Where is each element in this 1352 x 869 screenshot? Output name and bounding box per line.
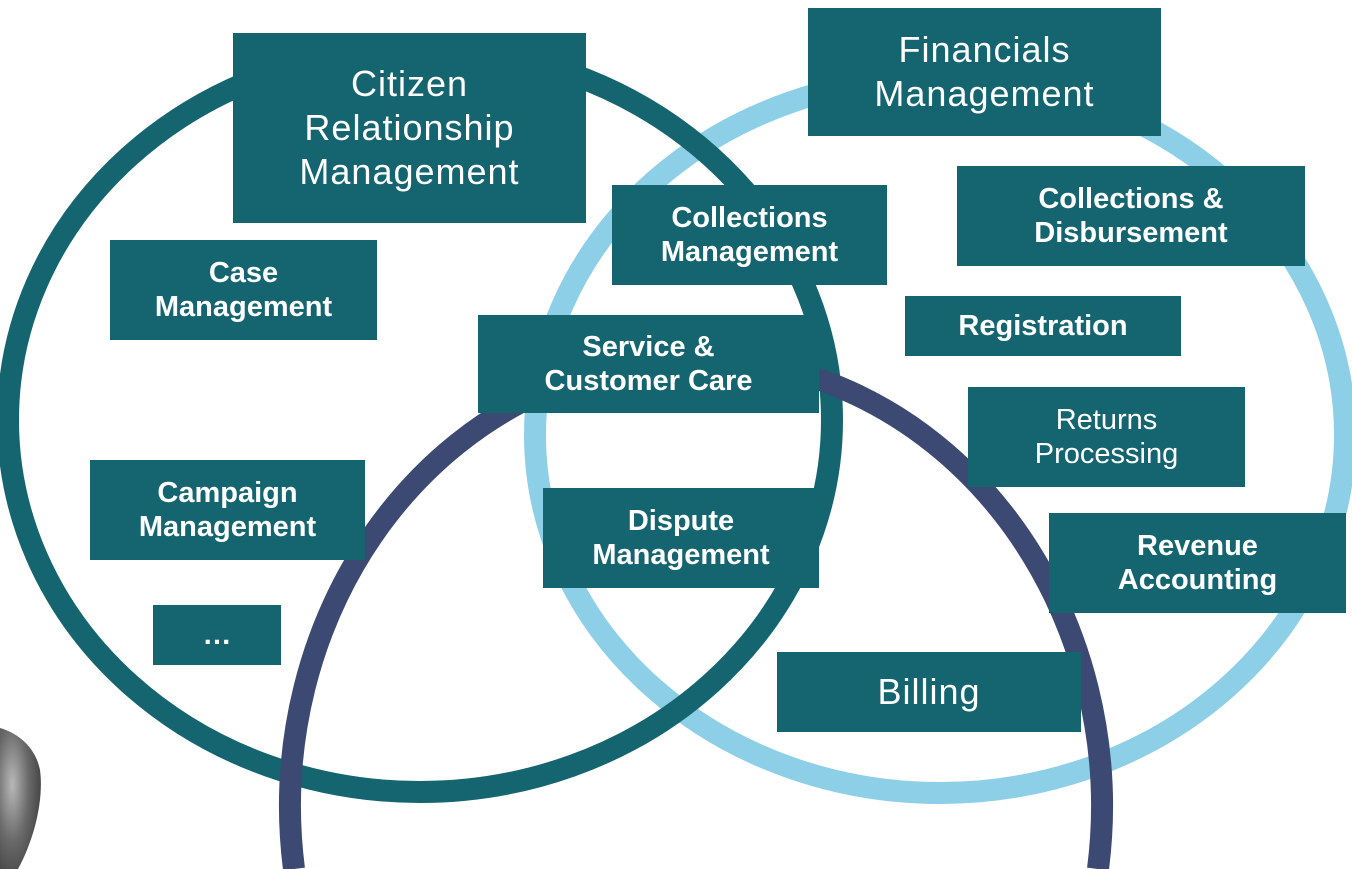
dispute-management-label: Dispute Management — [592, 505, 770, 571]
crm-header-box: Citizen Relationship Management — [233, 33, 586, 223]
crm-header-label: Citizen Relationship Management — [299, 63, 520, 192]
campaign-management-box: Campaign Management — [90, 460, 365, 560]
collections-disbursement-box: Collections & Disbursement — [957, 166, 1305, 266]
campaign-management-label: Campaign Management — [138, 477, 317, 543]
case-management-label: Case Management — [154, 257, 333, 323]
registration-box: Registration — [905, 296, 1181, 356]
collections-management-box: Collections Management — [612, 185, 887, 285]
dispute-management-box: Dispute Management — [543, 488, 819, 588]
billing-header-box: Billing — [777, 652, 1081, 732]
returns-processing-label: Returns Processing — [1034, 404, 1179, 470]
ellipsis-label: … — [202, 619, 232, 651]
returns-processing-box: Returns Processing — [968, 387, 1245, 487]
revenue-accounting-label: Revenue Accounting — [1117, 530, 1278, 596]
service-customer-care-box: Service & Customer Care — [478, 315, 819, 413]
billing-header-label: Billing — [877, 671, 981, 712]
person-photo — [0, 728, 41, 869]
registration-label: Registration — [958, 310, 1128, 342]
case-management-box: Case Management — [110, 240, 377, 340]
revenue-accounting-box: Revenue Accounting — [1049, 513, 1346, 613]
financials-header-box: Financials Management — [808, 8, 1161, 136]
ellipsis-box: … — [153, 605, 281, 665]
service-customer-care-label: Service & Customer Care — [544, 331, 753, 397]
financials-header-label: Financials Management — [874, 29, 1095, 114]
collections-disbursement-label: Collections & Disbursement — [1034, 183, 1228, 249]
collections-management-label: Collections Management — [660, 202, 839, 268]
